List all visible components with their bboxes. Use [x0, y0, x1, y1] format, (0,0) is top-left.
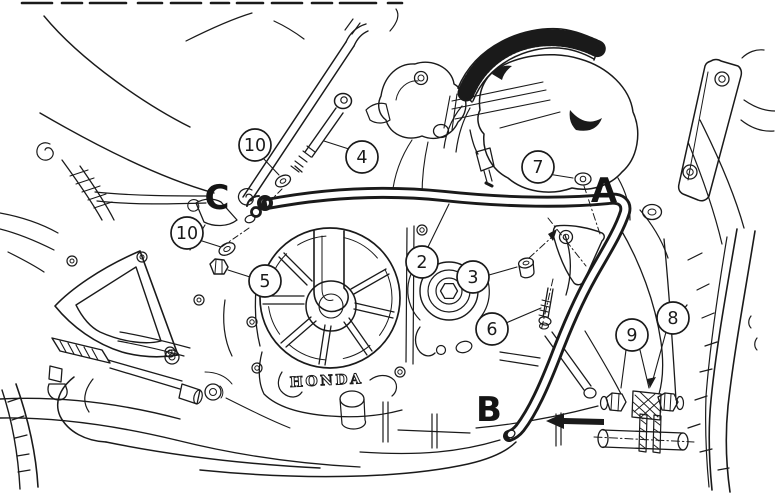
label-b: B	[476, 390, 502, 430]
callout-bubble	[238, 128, 272, 162]
callout-9: 9	[615, 318, 649, 352]
callout-bubble	[521, 150, 555, 184]
label-a: A	[591, 171, 618, 211]
callout-bubble	[345, 140, 379, 174]
callout-10-lower: 10	[170, 216, 204, 250]
engine-badge: HONDA	[289, 371, 363, 391]
callout-number: 6	[486, 320, 497, 340]
callout-number: 8	[667, 309, 678, 329]
footpeg-hanger-plate	[54, 250, 233, 358]
callout-number: 10	[244, 136, 266, 156]
clamp-assembly	[593, 390, 695, 454]
exhaust-and-footpeg	[0, 331, 517, 490]
protection-bar	[237, 186, 632, 442]
callout-10-upper: 10	[238, 128, 272, 162]
rear-bracket-plate	[677, 49, 775, 245]
arrow-to-b	[546, 413, 604, 429]
engine-cylinder-head	[443, 53, 639, 221]
callout-8: 8	[656, 301, 690, 335]
callout-bubble	[475, 312, 509, 346]
leader-lines	[198, 140, 667, 389]
callout-7: 7	[521, 150, 555, 184]
callout-bubble	[615, 318, 649, 352]
callout-number: 4	[356, 148, 367, 168]
c-mount-hardware	[209, 227, 250, 275]
callout-6: 6	[475, 312, 509, 346]
callout-number: 9	[626, 326, 637, 346]
callout-number: 3	[467, 268, 478, 288]
annotation-layer: 10 4 7 10 5 2 3 6 8 9 C A B	[170, 128, 690, 430]
bolt-4-assembly	[267, 61, 467, 204]
callout-3: 3	[456, 260, 490, 294]
callout-5: 5	[248, 264, 282, 298]
alternator-cover	[246, 224, 428, 378]
callout-2: 2	[405, 245, 439, 279]
a-mount-hardware	[517, 172, 663, 332]
callout-bubble	[405, 245, 439, 279]
frame-top-left	[0, 1, 404, 273]
callout-bubble	[170, 216, 204, 250]
callout-number: 10	[176, 224, 198, 244]
rear-wheel	[584, 209, 758, 493]
callout-number: 5	[259, 272, 270, 292]
callout-bubble	[456, 260, 490, 294]
intake-hose	[457, 27, 607, 103]
label-c: C	[205, 178, 230, 218]
callout-number: 2	[416, 253, 427, 273]
callout-bubble	[248, 264, 282, 298]
callout-bubble	[656, 301, 690, 335]
callout-4: 4	[345, 140, 379, 174]
callout-number: 7	[532, 158, 543, 178]
